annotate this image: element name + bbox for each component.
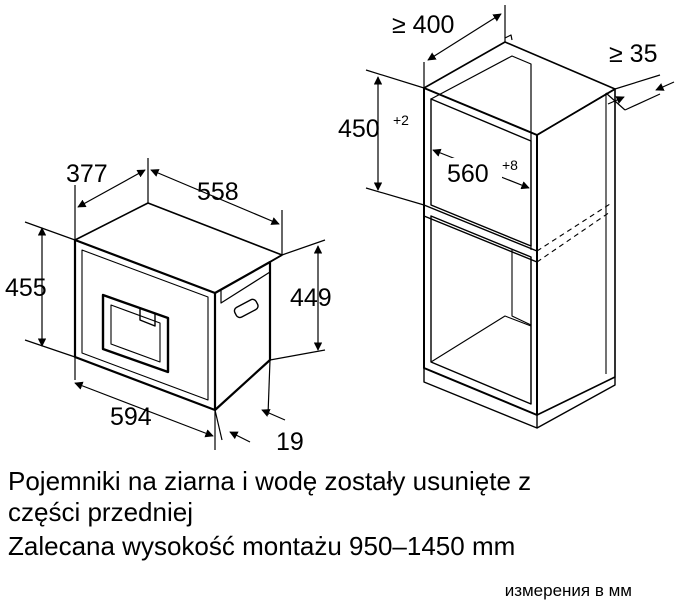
dim-400: ≥ 400 — [392, 11, 454, 39]
appliance-drawing — [73, 202, 283, 412]
installation-diagram: 377 558 455 449 594 19 — [5, 5, 675, 456]
cabinet-top — [423, 41, 616, 136]
dim-line-558 — [150, 169, 280, 225]
side-vent — [233, 298, 259, 319]
units-note: измерения в мм — [504, 581, 632, 600]
appliance-dimension-lines — [24, 158, 326, 450]
dim-19: 19 — [276, 428, 304, 456]
dim-449: 449 — [290, 284, 332, 312]
dim-558: 558 — [197, 178, 239, 206]
cabinet-side — [536, 88, 616, 416]
dim-560-tolerance: +8 — [502, 157, 518, 173]
dim-line-19 — [229, 431, 251, 443]
dim-450: 450 — [338, 115, 380, 143]
lower-compartment — [430, 215, 532, 405]
spout — [139, 308, 156, 327]
niche-cabinet — [423, 34, 616, 429]
dim-35: ≥ 35 — [609, 40, 657, 68]
caption-line-2: części przedniej — [8, 497, 193, 527]
dim-455: 455 — [5, 274, 47, 302]
dim-560: 560 — [447, 160, 489, 188]
niche-shelf — [423, 204, 538, 263]
dispenser-opening — [101, 293, 170, 374]
appliance-front — [73, 238, 217, 412]
dim-line-400 — [427, 13, 502, 61]
dim-line-377 — [77, 169, 146, 208]
caption-line-3: Zalecana wysokość montażu 950–1450 mm — [8, 531, 516, 561]
dim-line-35 — [655, 81, 675, 91]
caption-line-1: Pojemniki na ziarna i wodę zostały usuni… — [8, 466, 532, 496]
dim-line-594 — [74, 381, 214, 438]
dim-377: 377 — [66, 160, 108, 188]
appliance-side — [214, 260, 272, 411]
dim-450-tolerance: +2 — [393, 112, 409, 128]
dim-594: 594 — [110, 403, 152, 431]
